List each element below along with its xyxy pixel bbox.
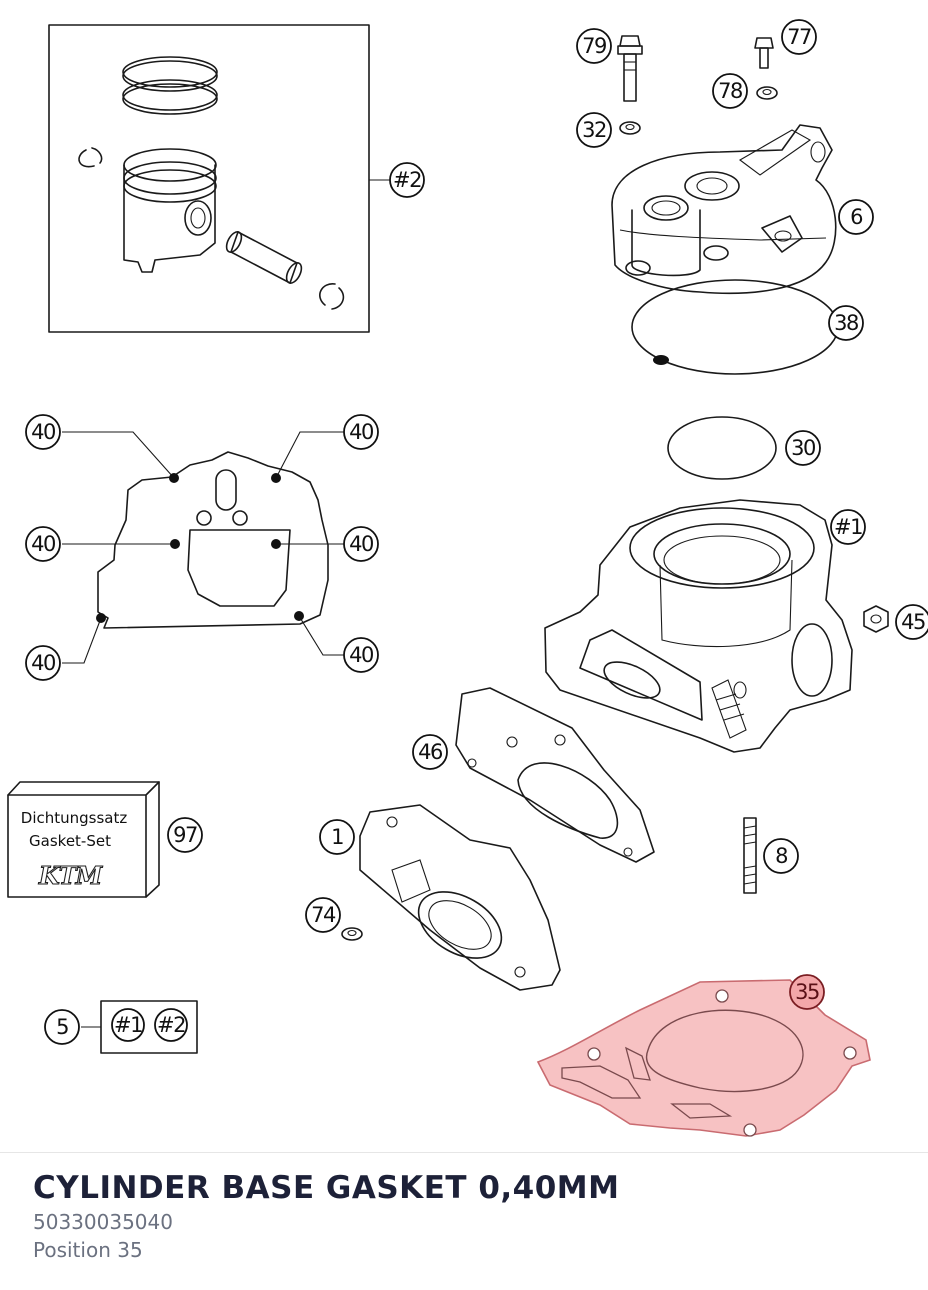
intake-flange-part[interactable] <box>359 804 561 991</box>
washer-part[interactable] <box>756 86 778 100</box>
svg-text:46: 46 <box>418 740 443 764</box>
part-position: Position 35 <box>33 1238 143 1262</box>
circlip-part <box>319 283 345 310</box>
callout-5-group-2[interactable]: #2 <box>154 1008 188 1042</box>
svg-text:40: 40 <box>31 420 55 444</box>
svg-text:#2: #2 <box>393 168 421 192</box>
svg-text:45: 45 <box>901 610 925 634</box>
callout-40-top-right[interactable]: 40 <box>343 414 379 450</box>
callout-40-mid-right[interactable]: 40 <box>343 526 379 562</box>
callout-46[interactable]: 46 <box>412 734 448 770</box>
callout-8[interactable]: 8 <box>763 838 799 874</box>
part-title: CYLINDER BASE GASKET 0,40MM <box>33 1170 620 1206</box>
svg-text:40: 40 <box>31 651 55 675</box>
gasket-set-part[interactable]: Dichtungssatz Gasket-Set KTM <box>7 781 160 898</box>
callout-38[interactable]: 38 <box>828 305 864 341</box>
callout-97[interactable]: 97 <box>167 817 203 853</box>
callout-1[interactable]: 1 <box>319 819 355 855</box>
piston-pin-part <box>225 231 303 284</box>
svg-text:8: 8 <box>775 844 787 868</box>
svg-text:1: 1 <box>331 825 343 849</box>
svg-text:40: 40 <box>349 643 373 667</box>
gasket-set-text-1: Dichtungssatz <box>21 809 128 827</box>
svg-text:40: 40 <box>31 532 55 556</box>
washer-part[interactable] <box>619 121 641 135</box>
callout-74[interactable]: 74 <box>305 897 341 933</box>
callout-40-top-left[interactable]: 40 <box>25 414 61 450</box>
piston-part <box>123 148 217 273</box>
svg-text:97: 97 <box>173 823 197 847</box>
washer-74-part[interactable] <box>341 927 363 941</box>
callout-5[interactable]: 5 <box>44 1009 80 1045</box>
callout-77[interactable]: 77 <box>781 19 817 55</box>
callout-2[interactable]: #2 <box>389 162 425 198</box>
section-divider <box>0 1152 928 1153</box>
part-info-panel: CYLINDER BASE GASKET 0,40MM 50330035040 … <box>33 1168 893 1264</box>
gasket-40-part[interactable] <box>97 451 329 629</box>
svg-text:#1: #1 <box>834 515 862 539</box>
svg-text:30: 30 <box>791 436 815 460</box>
callout-40-bottom-left[interactable]: 40 <box>25 645 61 681</box>
piston-rings-part <box>122 56 218 115</box>
callout-78[interactable]: 78 <box>712 73 748 109</box>
ktm-logo: KTM <box>38 861 104 890</box>
svg-text:38: 38 <box>834 311 858 335</box>
svg-text:#1: #1 <box>114 1013 142 1037</box>
cylinder-part[interactable] <box>544 499 853 753</box>
callout-30[interactable]: 30 <box>785 430 821 466</box>
o-ring-part <box>653 355 669 365</box>
callout-5-group-1[interactable]: #1 <box>111 1008 145 1042</box>
svg-text:6: 6 <box>850 205 863 229</box>
svg-text:78: 78 <box>718 79 742 103</box>
part-number: 50330035040 <box>33 1210 173 1234</box>
callout-6[interactable]: 6 <box>838 199 874 235</box>
screw-part[interactable] <box>754 37 774 69</box>
callout-40-mid-left[interactable]: 40 <box>25 526 61 562</box>
piston-kit-group[interactable] <box>48 24 390 333</box>
callout-40-bottom-right[interactable]: 40 <box>343 637 379 673</box>
circlip-part <box>78 147 103 168</box>
nut-part[interactable] <box>863 605 889 633</box>
svg-text:32: 32 <box>582 118 606 142</box>
callout-45[interactable]: 45 <box>895 604 928 640</box>
callout-35[interactable]: 35 <box>789 974 825 1010</box>
gasket-40-leaders <box>62 431 345 664</box>
stud-part[interactable] <box>743 817 757 894</box>
svg-text:40: 40 <box>349 532 373 556</box>
svg-text:40: 40 <box>349 420 373 444</box>
svg-text:5: 5 <box>56 1015 68 1039</box>
cylinder-base-gasket-part[interactable] <box>536 979 871 1137</box>
cylinder-head-part[interactable] <box>611 124 837 295</box>
callout-79[interactable]: 79 <box>576 28 612 64</box>
svg-text:35: 35 <box>795 980 819 1004</box>
o-ring-part[interactable] <box>667 416 777 480</box>
exploded-parts-diagram: Dichtungssatz Gasket-Set KTM 79 77 78 32… <box>7 19 928 1137</box>
piston-kit-frame <box>48 24 370 333</box>
callout-1-cylinder[interactable]: #1 <box>830 509 866 545</box>
svg-text:#2: #2 <box>157 1013 185 1037</box>
gasket-46-part[interactable] <box>455 687 655 863</box>
svg-text:77: 77 <box>787 25 811 49</box>
head-bolt-part[interactable] <box>617 35 643 102</box>
svg-text:79: 79 <box>582 34 606 58</box>
callout-32[interactable]: 32 <box>576 112 612 148</box>
gasket-set-text-2: Gasket-Set <box>29 832 111 850</box>
svg-text:74: 74 <box>311 903 336 927</box>
